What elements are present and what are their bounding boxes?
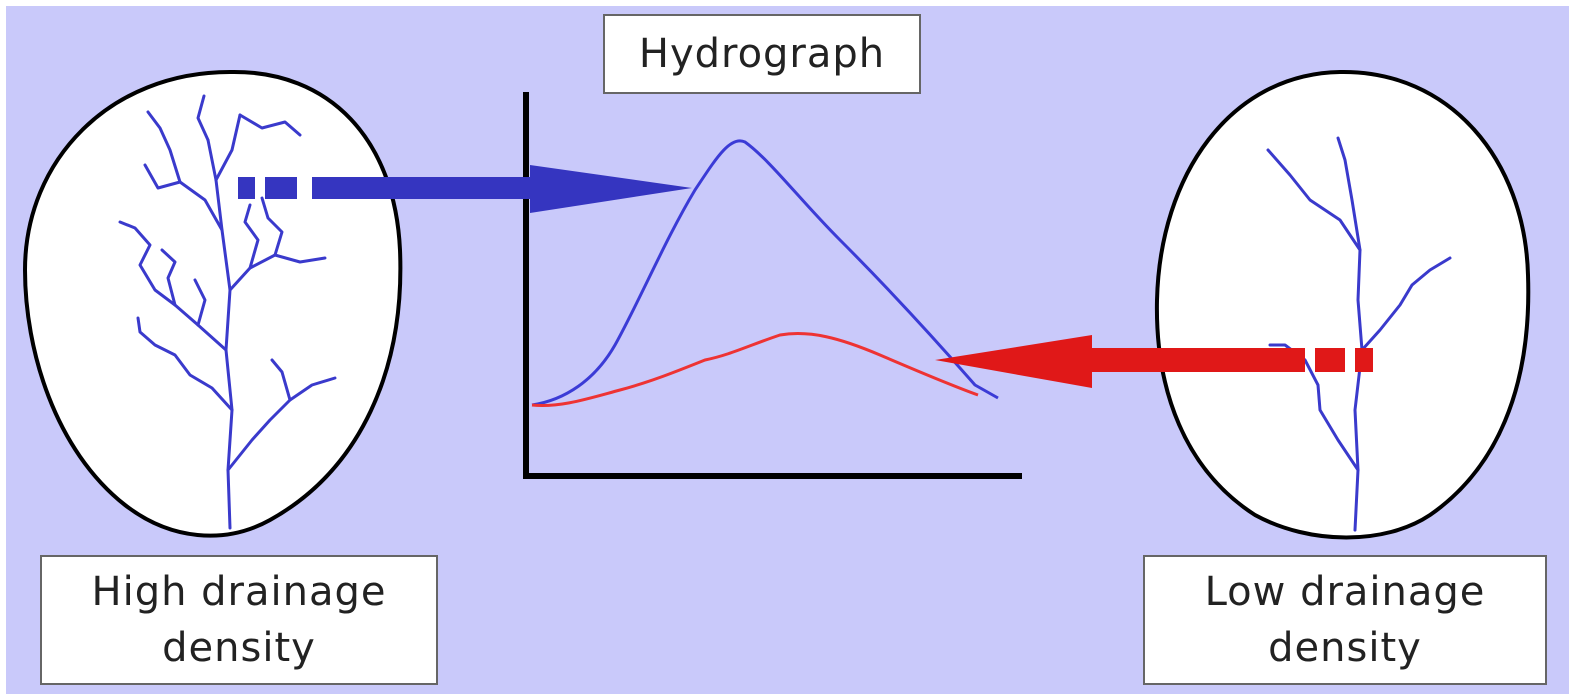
hydrograph-title-box: Hydrograph xyxy=(603,14,921,94)
hydrograph-title: Hydrograph xyxy=(638,31,886,77)
low-drainage-density-label-line1: Low drainage xyxy=(1204,569,1486,615)
low-density-basin-outline xyxy=(1154,69,1531,540)
blue-arrow-dash-1 xyxy=(238,177,255,199)
hydrograph-axes xyxy=(523,92,1022,479)
low-drainage-density-label-line2: density xyxy=(1268,625,1422,671)
high-drainage-density-label-line2: density xyxy=(162,625,316,671)
low-density-hydrograph-curve xyxy=(531,332,979,408)
high-drainage-density-label-line1: High drainage xyxy=(91,569,387,615)
red-arrow-shaft xyxy=(1085,348,1305,372)
blue-arrow-head xyxy=(530,165,692,213)
high-drainage-density-label-box: High drainage density xyxy=(40,555,438,685)
high-density-hydrograph-curve xyxy=(531,139,999,407)
red-arrow-dash-1 xyxy=(1315,348,1345,372)
blue-arrow-shaft xyxy=(312,177,537,199)
high-density-basin-icon xyxy=(22,69,403,538)
red-arrow-icon xyxy=(935,335,1373,388)
blue-arrow-dash-2 xyxy=(265,177,297,199)
low-density-basin-icon xyxy=(1154,69,1531,540)
red-arrow-head xyxy=(935,335,1092,388)
low-density-stream-network xyxy=(1266,136,1452,532)
blue-arrow-icon xyxy=(238,165,692,213)
low-drainage-density-label-box: Low drainage density xyxy=(1143,555,1547,685)
high-density-stream-network xyxy=(118,94,337,530)
red-arrow-dash-2 xyxy=(1355,348,1373,372)
